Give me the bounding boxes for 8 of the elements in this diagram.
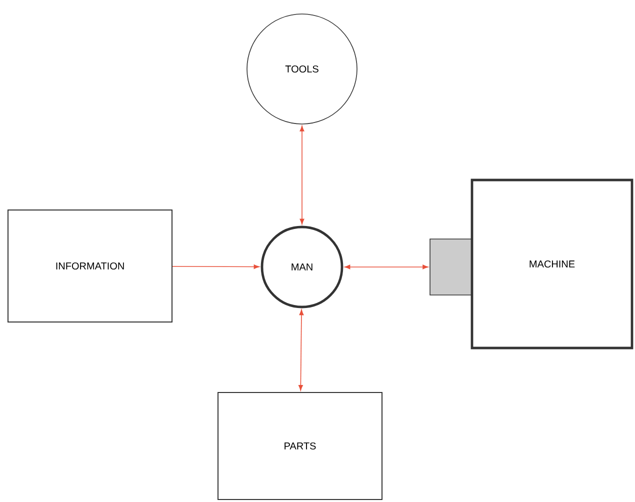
arrow [344,264,428,270]
process-box: PARTS [218,392,382,500]
arrow [298,310,304,391]
machine-box: MACHINE [470,178,634,350]
connector-block [430,238,472,296]
arrow [172,264,260,269]
process-box: INFORMATION [8,209,172,322]
arrow [300,126,304,224]
